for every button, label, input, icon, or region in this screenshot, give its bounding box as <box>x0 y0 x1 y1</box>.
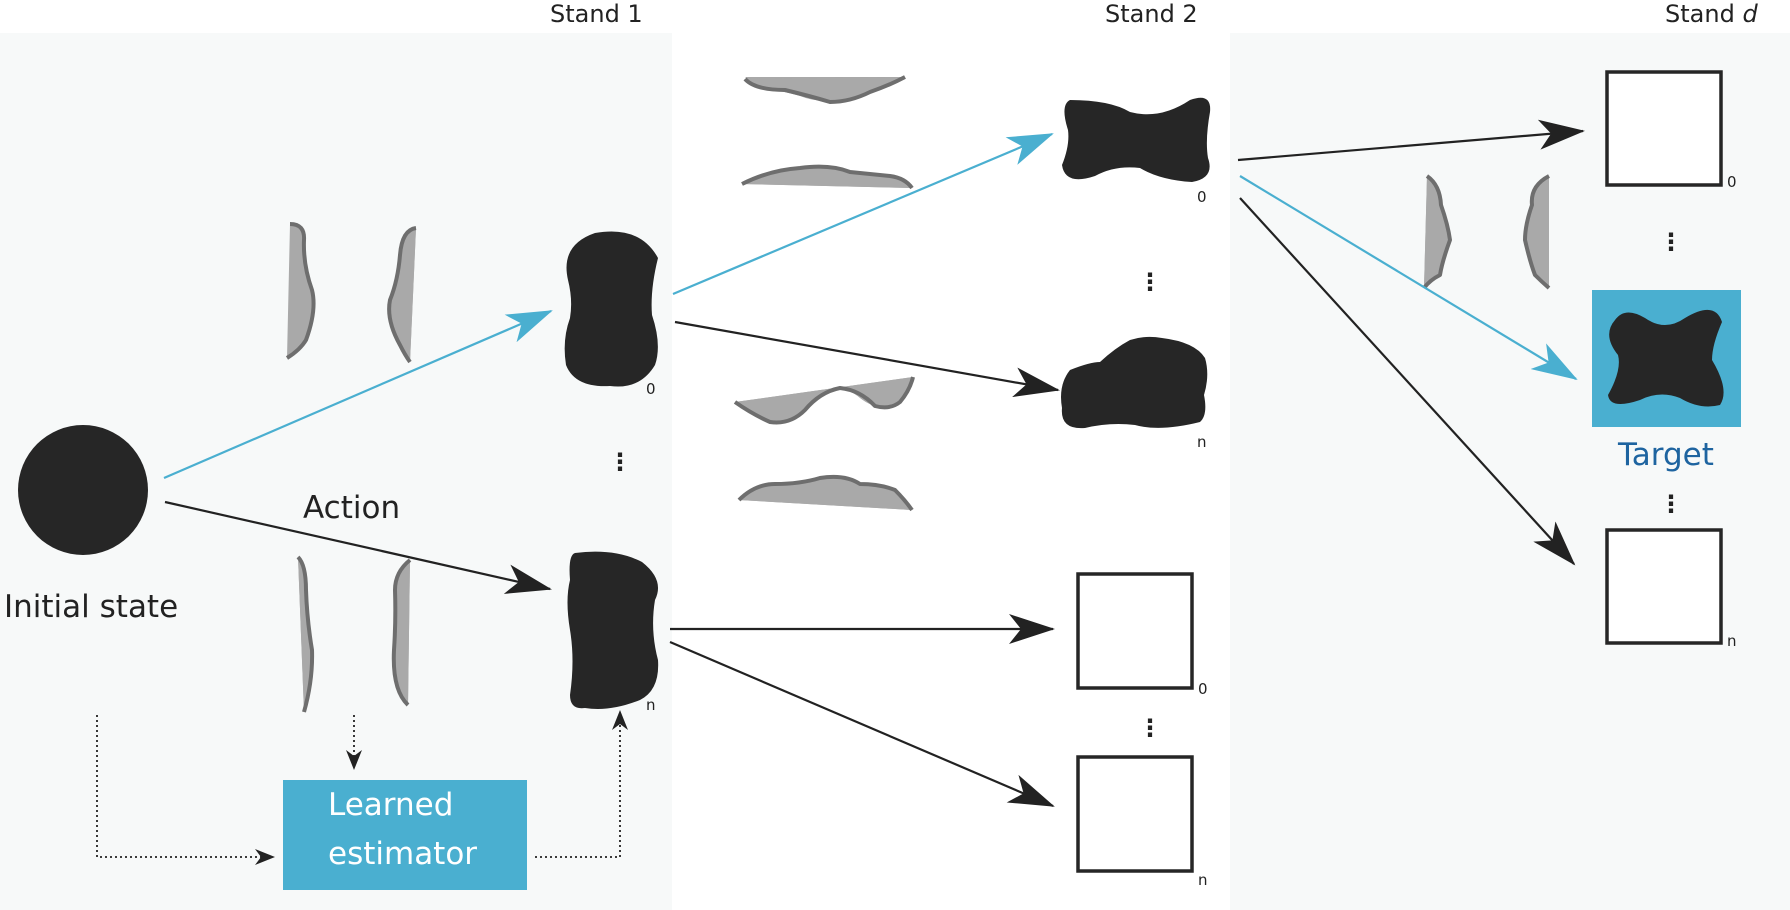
stand-d-upper-ellipsis: ⋮ <box>1659 228 1683 256</box>
stand-2-to-target-arrow <box>1239 175 1578 381</box>
shape-n-to-stand-2-box-n-arrow <box>669 640 1055 808</box>
target-label: Target <box>1617 437 1714 473</box>
initial-state-label: Initial state <box>4 589 178 625</box>
stand-d-prefix: Stand <box>1665 0 1742 28</box>
stand-1-ellipsis: ⋮ <box>608 448 632 476</box>
stand-d-empty-box-0 <box>1605 70 1723 187</box>
shape-0-to-stand-2-shape-0-arrow <box>672 132 1054 296</box>
stand-2-to-stand-d-box-0-arrow <box>1237 119 1585 162</box>
stand-2-shape-0-index: 0 <box>1197 188 1207 206</box>
stand-2-shape-n <box>1061 336 1208 429</box>
stand-2-shape-0 <box>1062 97 1211 182</box>
estimator-line-1: Learned <box>328 787 453 823</box>
stand-d-title: Stand d <box>1665 0 1758 28</box>
stand-1-shape-0 <box>564 231 658 387</box>
stand-d-lower-ellipsis: ⋮ <box>1659 490 1683 518</box>
estimator-line-2: estimator <box>328 836 477 872</box>
initial-to-shape-0-arrow <box>163 309 553 480</box>
stand-1-title: Stand 1 <box>550 0 643 28</box>
stand-d-empty-box-n-index: n <box>1727 632 1737 650</box>
initial-state-circle <box>18 425 148 555</box>
stand-2-lower-rolls <box>733 376 915 512</box>
stand-2-empty-box-0 <box>1076 572 1194 690</box>
stand-2-shape-n-index: n <box>1197 433 1207 451</box>
initial-to-estimator-dotted-arrow <box>96 715 275 865</box>
stand-2-title: Stand 2 <box>1105 0 1198 28</box>
estimator-to-shape-dotted-arrow <box>535 710 628 858</box>
stand-2-to-stand-d-box-n-arrow <box>1239 197 1576 566</box>
initial-to-shape-n-arrow <box>164 500 552 594</box>
stand-d-variable: d <box>1742 0 1758 28</box>
stand-d-empty-box-0-index: 0 <box>1727 173 1737 191</box>
stand-1-shape-0-index: 0 <box>646 380 656 398</box>
stand-2-empty-box-n <box>1076 755 1194 873</box>
stand-1-lower-rolls <box>296 555 412 713</box>
stand-2-empty-box-n-index: n <box>1198 871 1208 889</box>
stand-2-upper-rolls <box>741 75 914 190</box>
stand-d-rolls <box>1422 174 1551 290</box>
shape-0-to-stand-2-shape-n-arrow <box>674 320 1060 398</box>
stand-d-empty-box-n <box>1605 528 1723 645</box>
target-shape <box>1608 309 1724 407</box>
action-label: Action <box>303 490 400 526</box>
stand-2-lower-ellipsis: ⋮ <box>1138 714 1162 742</box>
learned-estimator-box <box>283 780 527 890</box>
stand-1-shape-n <box>567 551 659 709</box>
stand-2-empty-box-0-index: 0 <box>1198 680 1208 698</box>
stand-1-upper-rolls <box>285 222 417 364</box>
stand-2-upper-ellipsis: ⋮ <box>1138 268 1162 296</box>
stand-1-shape-n-index: n <box>646 696 656 714</box>
